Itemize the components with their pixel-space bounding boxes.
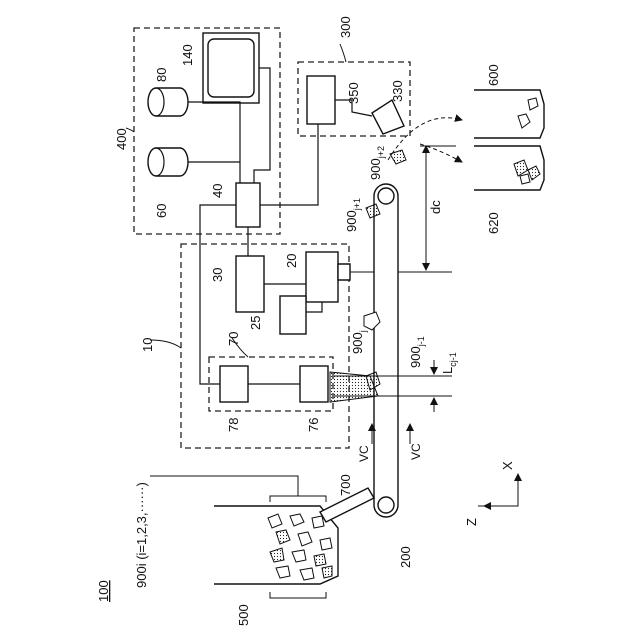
label-dc: dc	[428, 200, 443, 214]
label-350: 350	[346, 82, 361, 104]
series-leader	[150, 476, 298, 496]
sensor-76	[300, 366, 328, 402]
air-nozzle-330	[372, 100, 404, 134]
label-25: 25	[248, 316, 263, 330]
controller-350	[307, 76, 335, 124]
wire-80-40	[188, 102, 240, 183]
label-vc-bottom: VC	[409, 443, 423, 460]
label-40: 40	[210, 184, 225, 198]
label-axis-x: X	[500, 461, 515, 470]
bin-600	[474, 90, 544, 138]
axis-x-arrow	[478, 474, 518, 506]
label-series: 900i (i=1,2,3,······)	[134, 482, 149, 588]
figure-label-100: 100	[96, 580, 111, 602]
label-80: 80	[154, 68, 169, 82]
label-item-j-plus-1: 900j+1	[344, 198, 362, 232]
label-10: 10	[140, 338, 155, 352]
label-60: 60	[154, 204, 169, 218]
label-vc-top: VC	[357, 445, 371, 462]
sensor-78	[220, 366, 248, 402]
label-500: 500	[236, 604, 251, 626]
label-item-j: 900j	[350, 330, 368, 354]
item-900-j-plus-2	[390, 150, 406, 164]
hopper-bracket-bottom	[270, 592, 326, 598]
storage-80-icon	[148, 88, 188, 116]
label-200: 200	[398, 546, 413, 568]
label-620: 620	[486, 212, 501, 234]
label-600: 600	[486, 64, 501, 86]
label-76: 76	[306, 418, 321, 432]
monitor-140-screen	[208, 39, 254, 97]
wire-40-350	[260, 124, 318, 205]
label-330: 330	[390, 80, 405, 102]
label-item-j-plus-2: 900j+2	[368, 146, 386, 180]
controller-40	[236, 183, 260, 227]
leader-300	[340, 44, 346, 62]
wire-20-25	[306, 302, 322, 312]
label-30: 30	[210, 268, 225, 282]
label-140: 140	[180, 44, 195, 66]
label-70: 70	[226, 332, 241, 346]
label-400: 400	[114, 128, 129, 150]
label-300: 300	[338, 16, 353, 38]
label-lcj: Lcj-1	[440, 352, 458, 374]
bin-620-stone-c	[520, 174, 530, 184]
light-source-25	[280, 296, 306, 334]
label-20: 20	[284, 254, 299, 268]
camera-20	[306, 252, 350, 302]
label-axis-z: Z	[464, 518, 479, 526]
label-78: 78	[226, 418, 241, 432]
label-item-j-minus-1: 900j-1	[408, 336, 426, 368]
label-700: 700	[338, 474, 353, 496]
hopper-bracket	[270, 496, 326, 502]
processor-30	[236, 256, 264, 312]
conveyor-200	[374, 184, 398, 517]
storage-60-icon	[148, 148, 188, 176]
